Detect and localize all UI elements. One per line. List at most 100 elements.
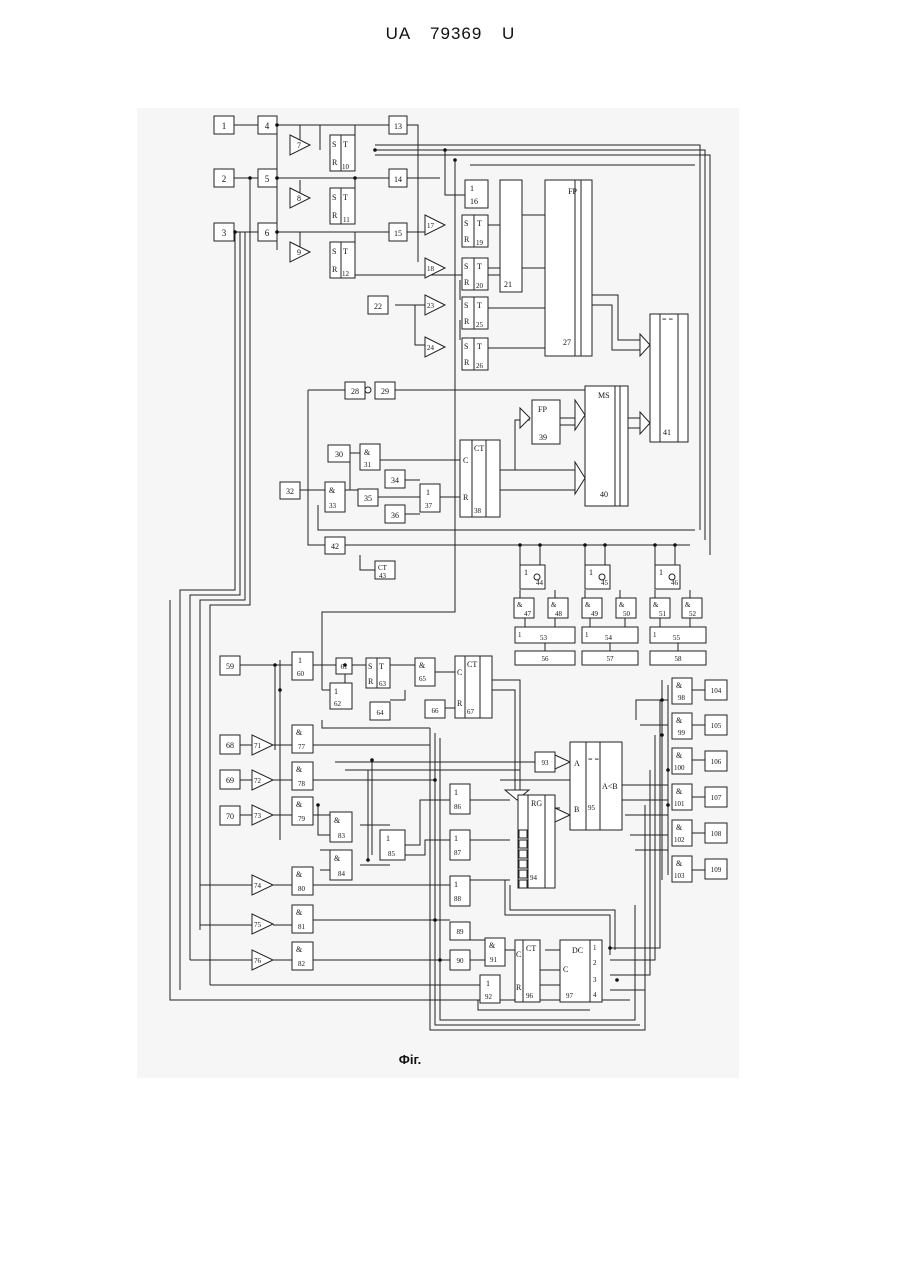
counter-96: CTC R96 (515, 940, 540, 1002)
svg-text:57: 57 (607, 655, 615, 663)
decoder-97: DCC 12 34 97 (560, 940, 602, 1002)
svg-text:83: 83 (338, 832, 346, 840)
svg-text:58: 58 (675, 655, 683, 663)
svg-text:51: 51 (659, 610, 667, 618)
svg-text:&: & (676, 716, 683, 725)
svg-text:80: 80 (298, 885, 306, 893)
svg-text:S: S (332, 193, 336, 202)
svg-text:C: C (563, 965, 568, 974)
svg-text:41: 41 (663, 428, 671, 437)
svg-text:42: 42 (331, 542, 339, 551)
svg-text:91: 91 (490, 956, 498, 964)
svg-text:4: 4 (593, 991, 597, 999)
svg-text:MS: MS (598, 391, 610, 400)
block-36: 36 (385, 505, 405, 523)
block-54: 154 (582, 627, 638, 643)
svg-text:32: 32 (286, 487, 294, 496)
and-gate-81: &81 (292, 905, 313, 933)
block-57: 57 (582, 651, 638, 665)
svg-text:8: 8 (297, 194, 301, 203)
svg-text:34: 34 (391, 476, 399, 485)
svg-text:14: 14 (394, 175, 402, 184)
svg-text:1: 1 (454, 880, 458, 889)
block-104: 104 (705, 680, 727, 700)
svg-text:48: 48 (555, 610, 563, 618)
svg-text:&: & (585, 601, 591, 609)
block-3: 3 (214, 223, 234, 241)
block-55: 155 (650, 627, 706, 643)
svg-text:24: 24 (427, 344, 435, 352)
and-gate-48: &48 (548, 598, 568, 618)
svg-text:R: R (332, 211, 338, 220)
svg-text:7: 7 (297, 141, 301, 150)
svg-text:T: T (343, 247, 348, 256)
svg-text:96: 96 (526, 992, 534, 1000)
block-42: 42 (325, 537, 345, 554)
svg-text:1: 1 (486, 979, 490, 988)
block-32: 32 (280, 482, 300, 499)
svg-text:37: 37 (425, 502, 433, 510)
svg-text:54: 54 (605, 634, 613, 642)
svg-text:S: S (464, 262, 468, 271)
svg-text:S: S (332, 247, 336, 256)
svg-text:1: 1 (222, 121, 227, 131)
svg-text:86: 86 (454, 803, 462, 811)
figure-caption: Фіг. (360, 1052, 460, 1067)
block-88: 1 88 (450, 876, 470, 906)
scan-background (137, 108, 739, 1078)
block-34: 34 (385, 470, 405, 488)
block-64: 64 (370, 702, 390, 720)
svg-text:95: 95 (588, 804, 596, 812)
and-gate-102: &102 (672, 820, 692, 846)
svg-text:88: 88 (454, 895, 462, 903)
svg-text:2: 2 (222, 174, 227, 184)
svg-text:16: 16 (470, 197, 478, 206)
svg-text:DC: DC (572, 946, 583, 955)
block-13: 13 (389, 116, 407, 134)
svg-text:28: 28 (351, 387, 359, 396)
flipflop-19: SR T19 (462, 215, 488, 247)
block-45: 145 (585, 565, 610, 589)
block-40-ms: MS40 (585, 386, 628, 506)
svg-text:17: 17 (427, 222, 435, 230)
block-39-fp: FP39 (532, 400, 560, 444)
svg-text:63: 63 (379, 680, 387, 688)
svg-text:65: 65 (419, 675, 427, 683)
svg-text:2: 2 (593, 959, 597, 967)
svg-text:&: & (296, 945, 303, 954)
svg-text:11: 11 (343, 216, 350, 224)
svg-text:S: S (464, 219, 468, 228)
svg-text:T: T (343, 140, 348, 149)
svg-text:T: T (343, 193, 348, 202)
block-28: 28 (345, 382, 365, 399)
svg-text:101: 101 (674, 800, 685, 808)
svg-text:18: 18 (427, 265, 435, 273)
block-4: 4 (258, 116, 277, 134)
svg-text:S: S (368, 662, 372, 671)
and-gate-78: &78 (292, 762, 313, 790)
svg-text:RG: RG (531, 799, 542, 808)
and-gate-98: &98 (672, 678, 692, 704)
svg-text:T: T (477, 219, 482, 228)
svg-text:= =: = = (588, 755, 600, 764)
svg-text:97: 97 (566, 992, 574, 1000)
svg-text:CT: CT (474, 444, 484, 453)
svg-text:&: & (296, 765, 303, 774)
block-53: 153 (515, 627, 575, 643)
svg-text:= =: = = (662, 315, 674, 324)
svg-text:&: & (676, 859, 683, 868)
svg-text:68: 68 (226, 741, 234, 750)
svg-text:30: 30 (335, 450, 343, 459)
svg-text:&: & (334, 854, 341, 863)
svg-text:35: 35 (364, 494, 372, 503)
block-44: 144 (520, 565, 545, 589)
svg-text:4: 4 (265, 121, 270, 131)
svg-text:&: & (676, 823, 683, 832)
svg-text:A<B: A<B (602, 782, 618, 791)
block-5: 5 (258, 169, 277, 187)
block-70: 70 (220, 806, 240, 825)
block-92: 192 (480, 975, 500, 1003)
svg-text:CT: CT (467, 660, 477, 669)
svg-text:&: & (685, 601, 691, 609)
